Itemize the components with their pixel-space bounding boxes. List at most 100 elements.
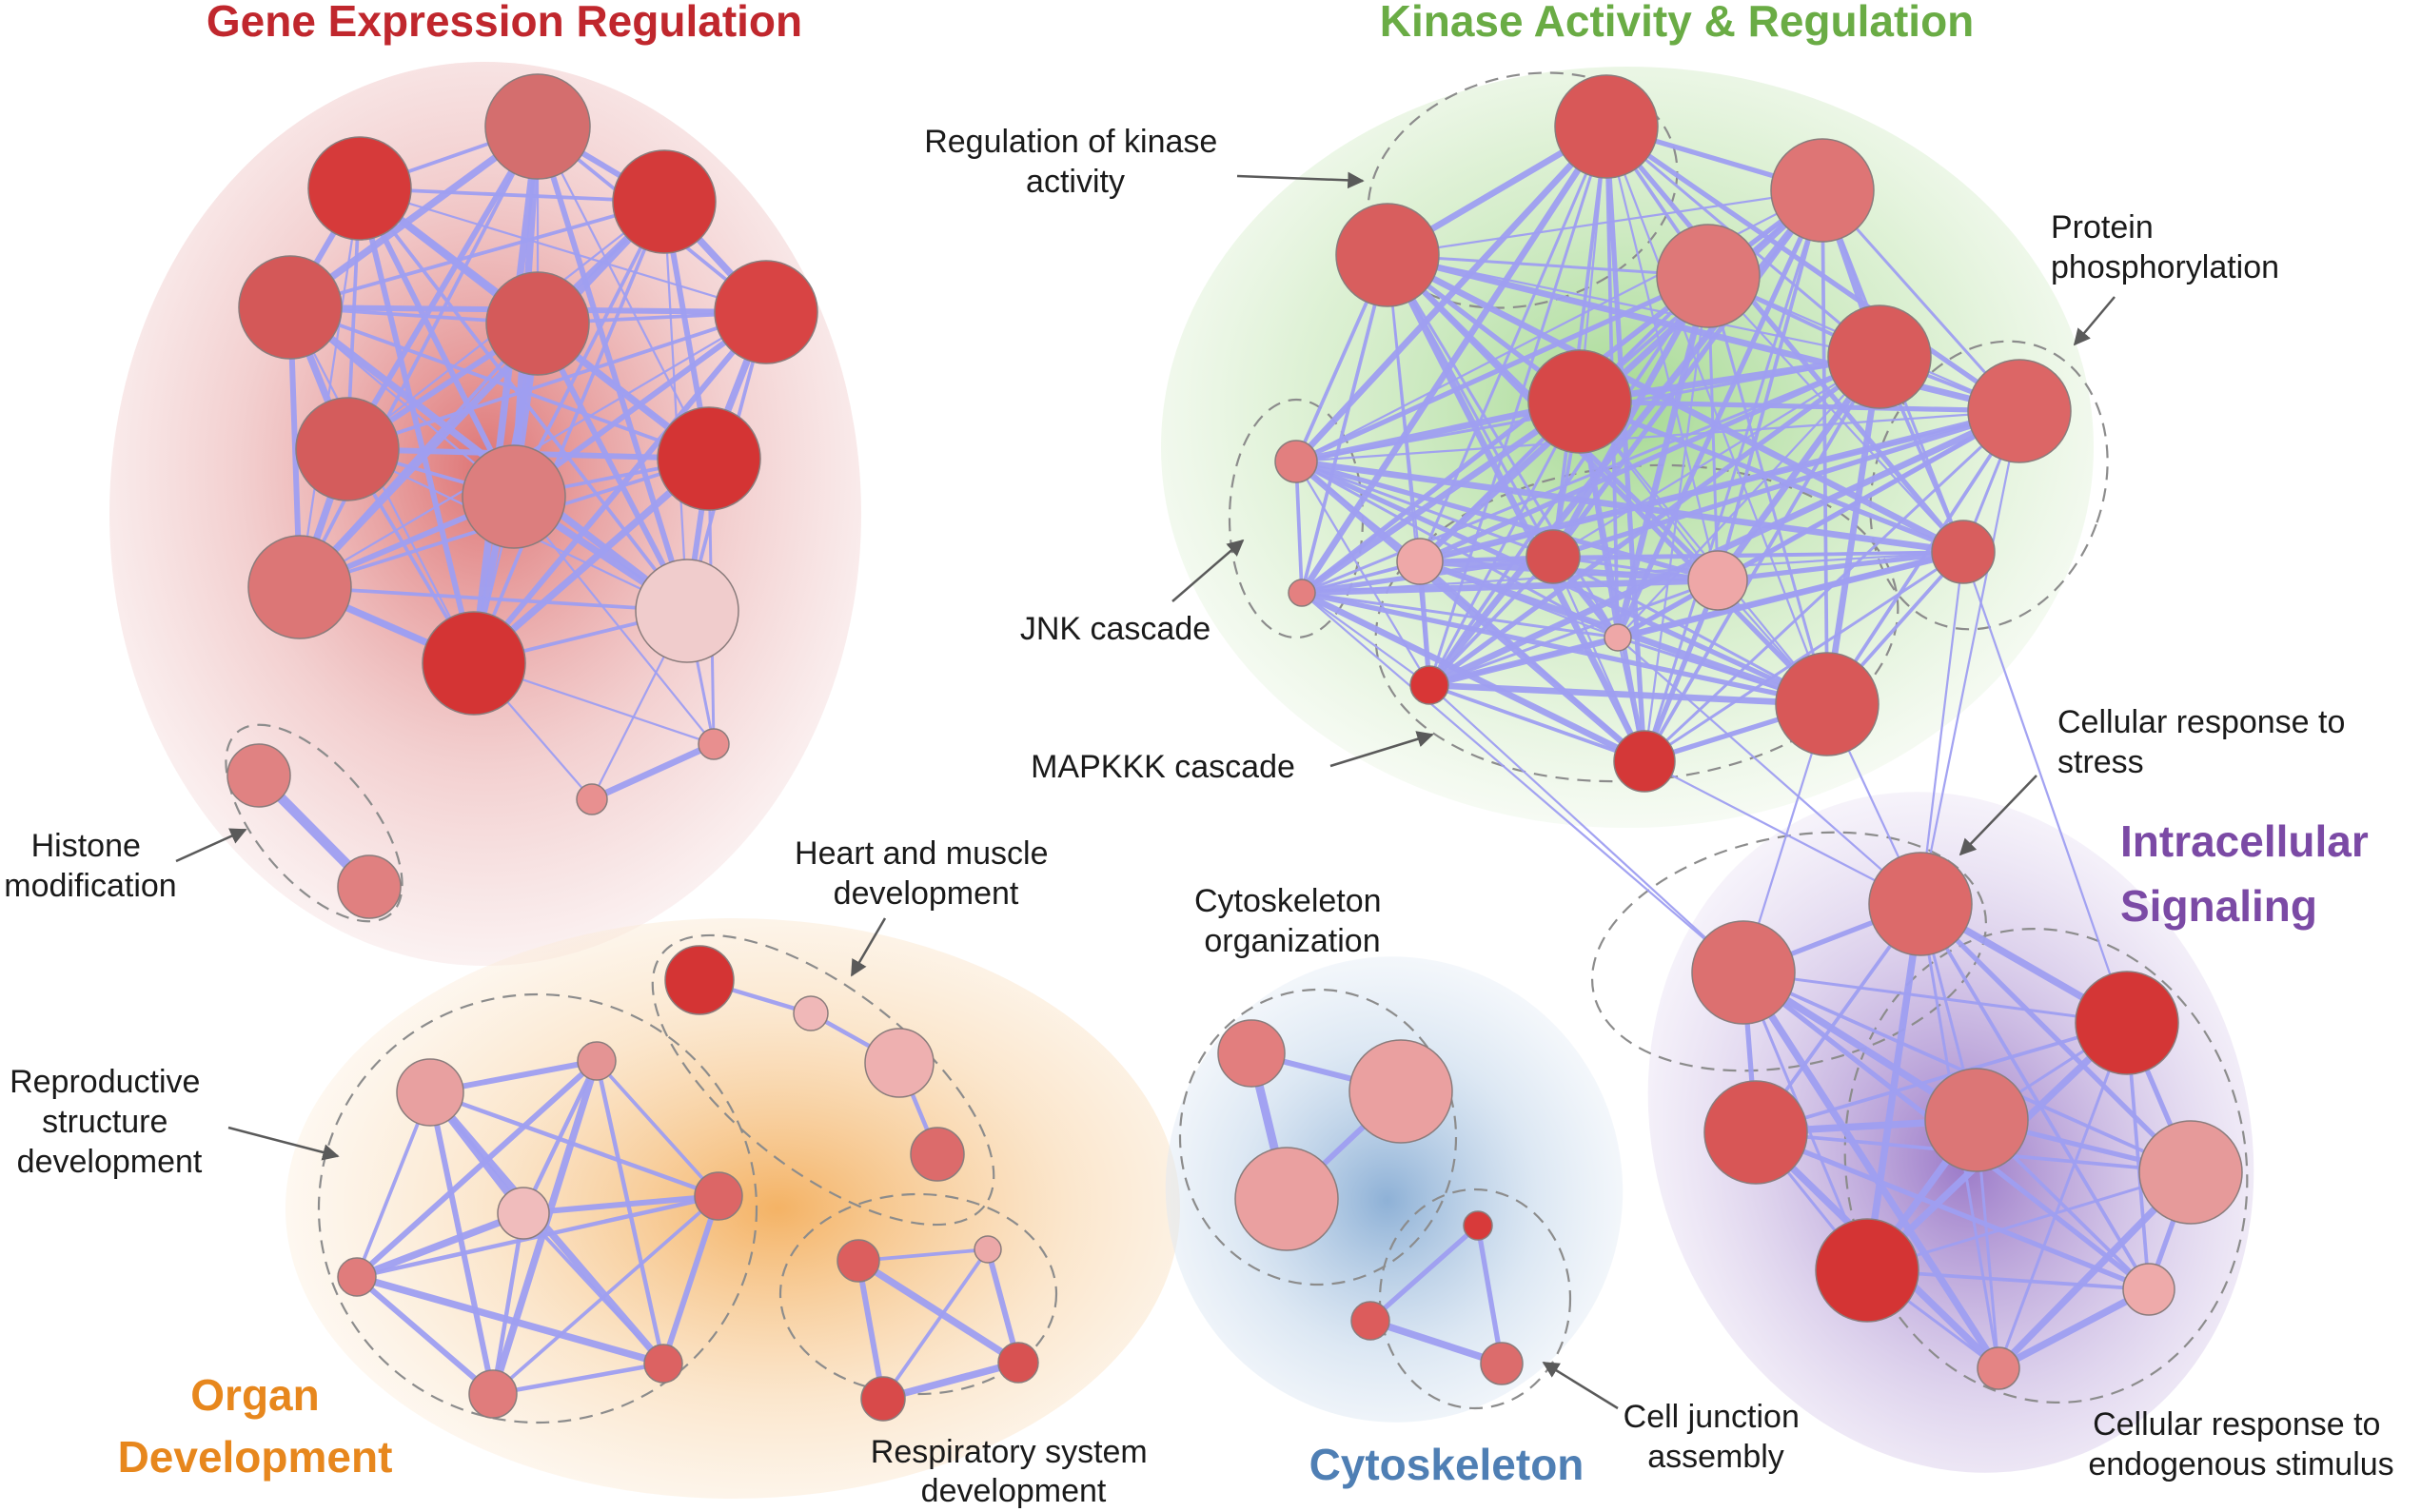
network-edge <box>1427 125 1608 687</box>
network-node <box>793 995 829 1031</box>
mapkkk-label: MAPKKK cascade <box>1031 749 1295 785</box>
cytoskeleton-title: Cytoskeleton <box>1309 1440 1584 1489</box>
network-edge <box>1367 1317 1506 1367</box>
network-edge <box>1616 636 1922 906</box>
network-edge <box>298 322 540 589</box>
network-edge <box>1294 460 1304 595</box>
network-edge <box>1294 460 1620 639</box>
network-edge <box>1298 589 1648 765</box>
histone-arrow <box>175 828 247 863</box>
network-edge <box>1300 550 1965 595</box>
network-node <box>643 1344 683 1384</box>
network-node <box>864 1028 935 1098</box>
network-node <box>1931 520 1996 584</box>
cytoskeleton-region <box>1165 956 1624 1423</box>
network-node <box>1335 203 1440 307</box>
network-edge <box>288 200 666 309</box>
network-edge <box>535 321 690 614</box>
network-edge <box>1298 398 1584 597</box>
network-edge <box>1300 591 1745 974</box>
reproductive-label: Reproductive structure development <box>10 1064 209 1180</box>
network-edge <box>345 310 768 451</box>
network-edge <box>1386 188 1824 257</box>
network-edge <box>1754 1021 2129 1134</box>
network-edge <box>535 124 690 614</box>
protein-phos-label: Protein phosphorylation <box>2051 209 2279 285</box>
network-edge <box>1997 1021 2129 1370</box>
network-edge <box>1427 683 1745 974</box>
network-node <box>698 728 730 760</box>
network-node <box>1977 1346 2020 1390</box>
network-edge <box>1386 253 1710 278</box>
network-edge <box>1823 353 1883 708</box>
network-edge <box>1577 399 1966 555</box>
network-node <box>295 397 400 501</box>
network-node <box>1775 652 1880 756</box>
network-edge <box>1427 354 1882 688</box>
network-edge <box>1753 1129 2152 1292</box>
network-edge <box>298 585 689 613</box>
network-node <box>2122 1263 2175 1316</box>
network-edge <box>1821 188 1829 706</box>
network-node <box>1827 304 1932 409</box>
network-edge <box>1577 399 2022 414</box>
network-node <box>1691 920 1796 1025</box>
network-node <box>577 1041 617 1081</box>
network-node <box>247 535 352 639</box>
network-edge <box>1919 550 1965 906</box>
gene-expression-title: Gene Expression Regulation <box>207 0 802 46</box>
network-edge <box>1919 409 2021 906</box>
network-node <box>1656 224 1761 328</box>
network-edge <box>1643 550 1965 763</box>
network-edge <box>536 125 711 461</box>
cyto-org-label: Cytoskeleton organization <box>1194 883 1390 959</box>
network-node <box>1770 138 1875 243</box>
network-edge <box>855 1257 1022 1366</box>
reproductive-arrow <box>227 1126 340 1161</box>
network-edge <box>856 1247 990 1263</box>
network-edge <box>881 1247 990 1401</box>
network-edge <box>1427 636 1620 687</box>
network-node <box>1409 665 1449 705</box>
network-edge <box>1299 590 1830 707</box>
network-edge <box>660 1193 721 1366</box>
network-node <box>226 743 291 808</box>
network-edge <box>1918 901 2194 1175</box>
network-edge <box>662 200 689 613</box>
network-node <box>664 945 735 1015</box>
network-edge <box>1417 354 1882 564</box>
network-edge <box>357 186 517 500</box>
network-node <box>694 1171 743 1221</box>
network-node <box>1815 1218 1919 1323</box>
network-edge <box>1293 273 1711 464</box>
network-node <box>396 1058 464 1127</box>
network-edge <box>1961 550 2129 1025</box>
network-node <box>837 1239 880 1283</box>
network-node <box>485 271 590 376</box>
endogenous-label: Cellular response to endogenous stimulus <box>2088 1406 2393 1483</box>
histone-label: Histone modification <box>4 828 176 904</box>
network-node <box>1480 1342 1524 1385</box>
network-edge <box>1740 969 2002 1372</box>
network-node <box>468 1369 518 1419</box>
network-edge <box>298 187 362 589</box>
cell-stress-label: Cellular response to stress <box>2057 704 2354 780</box>
intracellular-title-line2: Signaling <box>2120 881 2317 931</box>
network-edge <box>1551 555 1646 763</box>
network-edge <box>491 1194 720 1396</box>
network-edge <box>521 1193 721 1216</box>
network-edge <box>353 1273 667 1367</box>
network-edge <box>353 1209 527 1281</box>
network-edge <box>1551 125 1608 559</box>
network-edge <box>1643 188 1824 763</box>
network-node <box>1217 1019 1286 1088</box>
network-node <box>497 1187 550 1240</box>
network-edge <box>1427 683 1646 763</box>
network-edge <box>1715 549 1966 583</box>
cell-junction-outline <box>1378 1188 1572 1410</box>
network-edge <box>472 200 666 665</box>
network-node <box>714 260 818 364</box>
network-edge <box>1427 579 1720 687</box>
network-node <box>1924 1068 2029 1172</box>
network-node <box>422 611 526 716</box>
